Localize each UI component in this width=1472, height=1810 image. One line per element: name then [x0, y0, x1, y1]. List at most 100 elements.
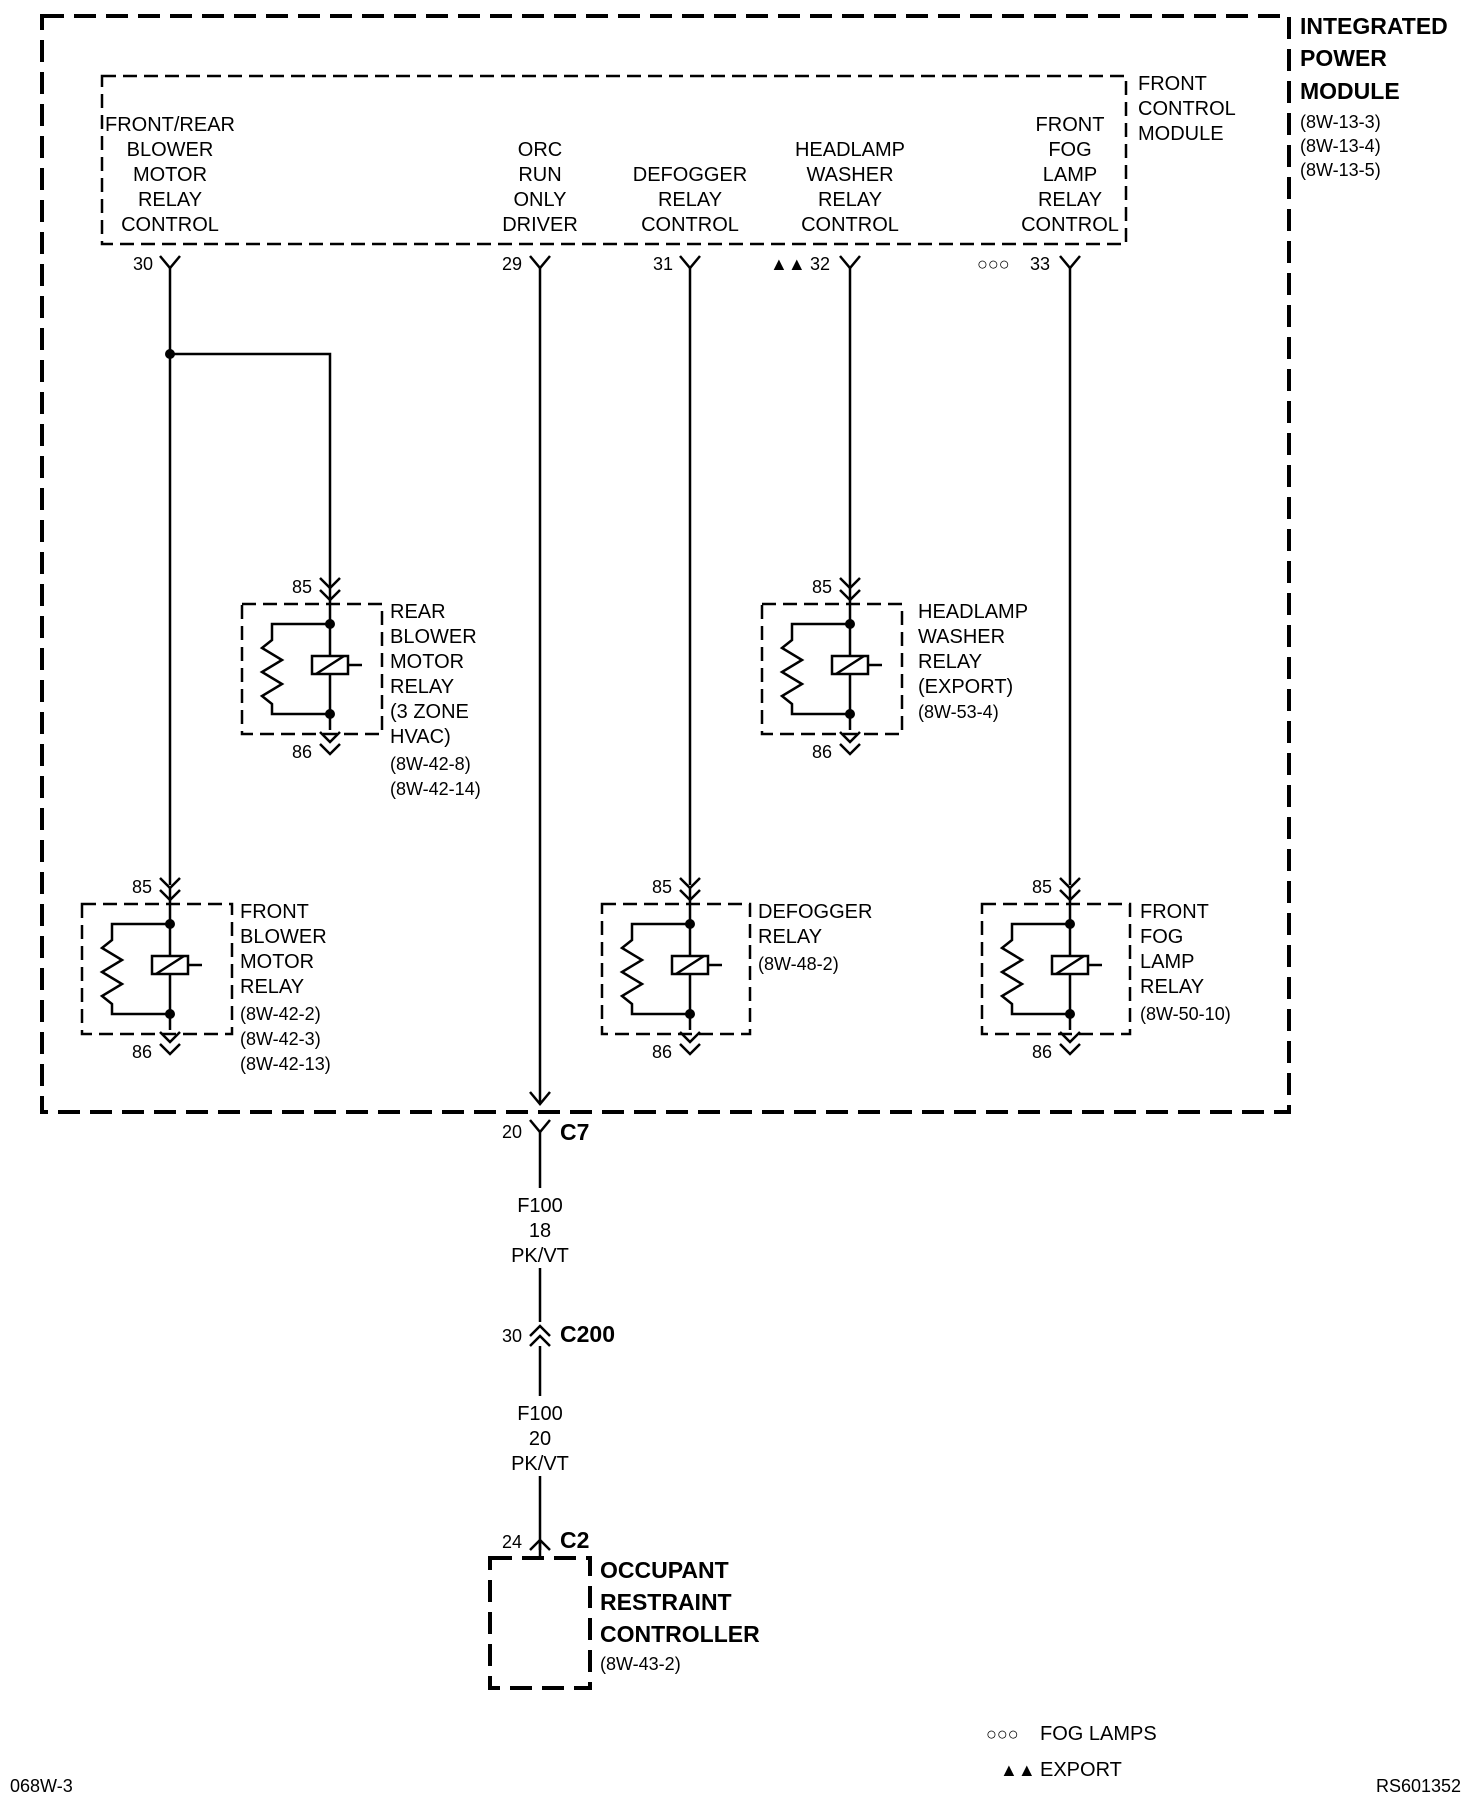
pin-number: 85 [652, 877, 672, 897]
output-label-line: WASHER [806, 164, 893, 186]
wire-label-f100-20: F100 20 PK/VT [505, 1396, 575, 1476]
relay-pin-symbol [159, 1043, 181, 1056]
relay-label-line: RELAY [918, 651, 982, 673]
headlamp-washer-relay: 85 86 HEADLAMP WASHER RELAY (EXPORT) (8W… [760, 577, 1028, 762]
wire-label-line: PK/VT [511, 1453, 569, 1475]
pin-number: 31 [653, 254, 673, 274]
relay-label-line: FRONT [240, 901, 309, 923]
relay-pin-symbol [679, 1043, 701, 1056]
relay-ref: (8W-50-10) [1140, 1004, 1231, 1024]
pin-number: 24 [502, 1532, 522, 1552]
relay-ref: (8W-42-14) [390, 779, 481, 799]
pin-number: 85 [1032, 877, 1052, 897]
connector-pin-symbol [679, 255, 701, 270]
relay-ref: (8W-42-8) [390, 754, 471, 774]
fcm-output-defogger: DEFOGGER RELAY CONTROL [633, 164, 747, 236]
wire-arrow [529, 1091, 551, 1106]
front-fog-lamp-relay: 85 86 FRONT FOG LAMP RELAY (8W-50-10) [980, 877, 1231, 1062]
output-label-line: MOTOR [133, 164, 207, 186]
relay-resistor [999, 922, 1070, 1016]
relay-pin-symbol [319, 731, 341, 744]
wire-rear-blower [170, 352, 332, 588]
fcm-output-front-fog-lamp: FRONT FOG LAMP RELAY CONTROL [1021, 114, 1119, 236]
orc-title-line: RESTRAINT [600, 1589, 732, 1615]
connector-pin-symbol [159, 255, 181, 270]
relay-coil-slash [315, 654, 345, 676]
connector-pin-symbol [529, 255, 551, 270]
relay-label-line: BLOWER [240, 926, 327, 948]
relay-label-line: FRONT [1140, 901, 1209, 923]
relay-pin-symbol [1059, 1043, 1081, 1056]
output-label-line: FRONT [1036, 114, 1105, 136]
relay-ref: (8W-48-2) [758, 954, 839, 974]
relay-ref: (8W-42-2) [240, 1004, 321, 1024]
connector-pin-symbol [529, 1324, 551, 1337]
fcm-output-front-rear-blower: FRONT/REAR BLOWER MOTOR RELAY CONTROL [105, 114, 235, 236]
orc-title-line: CONTROLLER [600, 1621, 760, 1647]
relay-coil-slash [835, 654, 865, 676]
relay-outline [600, 902, 752, 1036]
ipm-title-line: MODULE [1300, 78, 1400, 104]
footer-diagram-id: 068W-3 [10, 1776, 73, 1796]
output-label-line: RUN [518, 164, 561, 186]
relay-coil-slash [675, 954, 705, 976]
pin-number: 32 [810, 254, 830, 274]
pin-number: 85 [132, 877, 152, 897]
fcm-output-headlamp-washer: HEADLAMP WASHER RELAY CONTROL [795, 139, 905, 236]
relay-label-line: RELAY [240, 976, 304, 998]
legend: ○○○ FOG LAMPS ▲▲ EXPORT [986, 1723, 1157, 1781]
relay-label-line: DEFOGGER [758, 901, 872, 923]
ipm-label: INTEGRATED POWER MODULE (8W-13-3) (8W-13… [1300, 13, 1448, 180]
defogger-relay: 85 86 DEFOGGER RELAY (8W-48-2) [600, 877, 872, 1062]
wire-label-f100-18: F100 18 PK/VT [505, 1188, 575, 1268]
wire-label-line: 18 [529, 1220, 551, 1242]
relay-label-line: HVAC) [390, 726, 451, 748]
relay-label-line: HEADLAMP [918, 601, 1028, 623]
fcm-title-line: MODULE [1138, 123, 1224, 145]
output-label-line: DRIVER [502, 214, 578, 236]
pin-number: 86 [292, 742, 312, 762]
connector-name: C2 [560, 1527, 589, 1553]
pin-number: 29 [502, 254, 522, 274]
wire-label-line: F100 [517, 1403, 563, 1425]
relay-outline [240, 602, 384, 736]
relay-outline [80, 902, 234, 1036]
occupant-restraint-controller: OCCUPANT RESTRAINT CONTROLLER (8W-43-2) [488, 1556, 760, 1690]
output-label-line: CONTROL [1021, 214, 1119, 236]
legend-fog-lamps-symbol: ○○○ [986, 1724, 1019, 1744]
ipm-ref: (8W-13-5) [1300, 160, 1381, 180]
relay-coil-slash [155, 954, 185, 976]
relay-outline [980, 902, 1132, 1036]
output-label-line: FRONT/REAR [105, 114, 235, 136]
orc-ref: (8W-43-2) [600, 1654, 681, 1674]
relay-label-line: MOTOR [390, 651, 464, 673]
connector-name: C200 [560, 1321, 615, 1347]
pin-number: 30 [502, 1326, 522, 1346]
wire-label-line: 20 [529, 1428, 551, 1450]
output-label-line: FOG [1048, 139, 1091, 161]
rear-blower-motor-relay: 85 86 REAR BLOWER MOTOR RELAY (3 ZONE HV… [240, 577, 481, 799]
export-marker: ▲▲ [770, 254, 806, 274]
footer-figure-id: RS601352 [1376, 1776, 1461, 1796]
connector-pin-symbol [529, 1334, 551, 1347]
output-label-line: CONTROL [801, 214, 899, 236]
output-label-line: LAMP [1043, 164, 1097, 186]
fog-lamps-marker: ○○○ [977, 254, 1010, 274]
ipm-ref: (8W-13-3) [1300, 112, 1381, 132]
output-label-line: RELAY [138, 189, 202, 211]
relay-resistor [259, 622, 330, 716]
relay-outline [760, 602, 904, 736]
relay-label-line: (EXPORT) [918, 676, 1013, 698]
legend-export-symbol: ▲▲ [1000, 1760, 1036, 1780]
output-label-line: HEADLAMP [795, 139, 905, 161]
relay-resistor [619, 922, 690, 1016]
relay-pin-symbol [159, 1031, 181, 1044]
relay-pin-symbol [839, 731, 861, 744]
relay-pin-symbol [1059, 1031, 1081, 1044]
front-blower-motor-relay: 85 86 FRONT BLOWER MOTOR RELAY (8W-42-2)… [80, 877, 331, 1074]
relay-label-line: RELAY [390, 676, 454, 698]
relay-label-line: REAR [390, 601, 446, 623]
orc-title-line: OCCUPANT [600, 1557, 729, 1583]
wire-label-bg [505, 1396, 575, 1476]
